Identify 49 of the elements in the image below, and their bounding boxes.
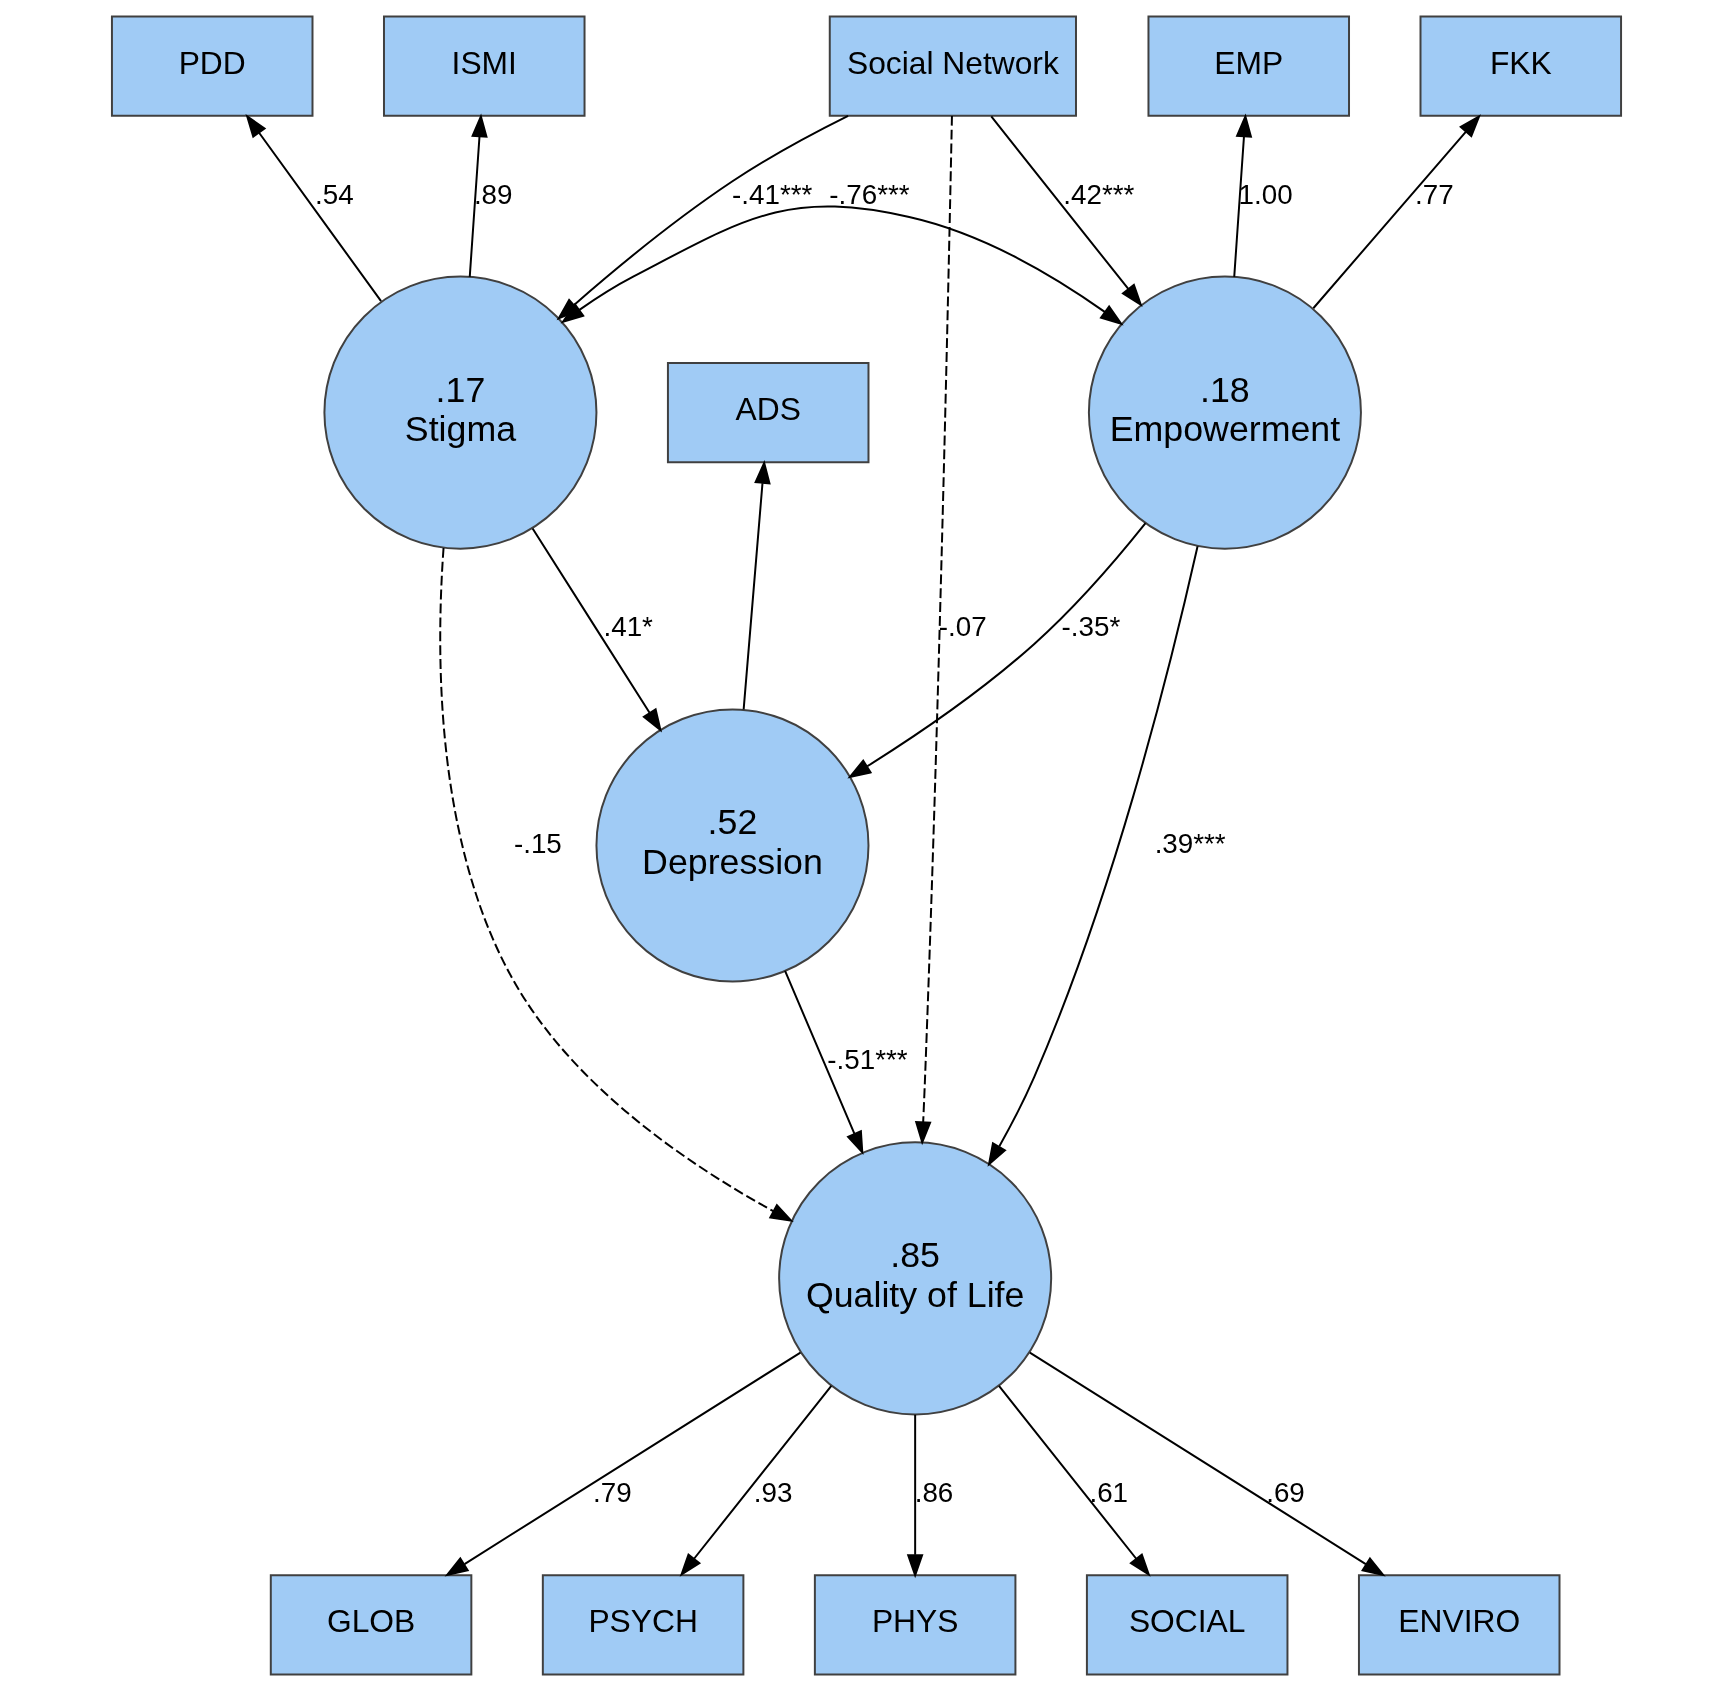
arrow bbox=[245, 114, 383, 303]
edge-label: .61 bbox=[1089, 1477, 1129, 1509]
node-circle: .18 Empowerment bbox=[1087, 275, 1362, 550]
arrow bbox=[468, 113, 488, 278]
edge-label: .79 bbox=[593, 1477, 632, 1509]
edge-label: .42*** bbox=[1063, 178, 1135, 210]
edge-label: -.35* bbox=[1061, 611, 1121, 643]
node-box: FKK bbox=[1419, 15, 1623, 117]
edge-label: .69 bbox=[1266, 1477, 1305, 1509]
node-box: ADS bbox=[666, 362, 870, 464]
edge-label: -.51*** bbox=[827, 1044, 908, 1076]
arrow bbox=[531, 527, 663, 733]
edge-label: -.76*** bbox=[829, 178, 910, 210]
arrow bbox=[906, 1413, 924, 1579]
arrow bbox=[914, 114, 953, 1146]
arrow bbox=[847, 522, 1147, 779]
arrow bbox=[784, 969, 864, 1156]
arrow bbox=[987, 545, 1199, 1167]
arrow bbox=[1312, 114, 1481, 310]
edge-label: .77 bbox=[1415, 178, 1454, 210]
arrow bbox=[1028, 1351, 1386, 1577]
edge-label: .93 bbox=[753, 1477, 793, 1509]
edge-label: .89 bbox=[473, 178, 513, 210]
arrow bbox=[560, 205, 1124, 326]
edge-label: -.15 bbox=[513, 827, 562, 859]
arrow bbox=[998, 1384, 1151, 1577]
node-box: GLOB bbox=[269, 1574, 473, 1676]
node-box: PHYS bbox=[813, 1574, 1017, 1676]
node-box: Social Network bbox=[828, 15, 1077, 117]
edge-label: .54 bbox=[315, 178, 354, 210]
node-box: ISMI bbox=[383, 15, 586, 117]
arrow bbox=[679, 1384, 833, 1577]
edge-label: .39*** bbox=[1154, 827, 1226, 859]
arrow bbox=[1233, 113, 1253, 278]
edge-label: .86 bbox=[914, 1477, 954, 1509]
arrow bbox=[742, 460, 771, 711]
arrow bbox=[439, 547, 794, 1223]
node-box: ENVIRO bbox=[1357, 1574, 1561, 1676]
arrow bbox=[444, 1351, 802, 1577]
node-box: PDD bbox=[110, 15, 314, 117]
edge-label: -.41*** bbox=[732, 178, 813, 210]
node-box: EMP bbox=[1147, 15, 1350, 117]
node-box: SOCIAL bbox=[1085, 1574, 1289, 1676]
edge-label: .41* bbox=[603, 611, 653, 643]
node-box: PSYCH bbox=[541, 1574, 745, 1676]
node-circle: .17 Stigma bbox=[323, 275, 598, 550]
edge-label: 1.00 bbox=[1238, 178, 1293, 210]
edge-label: -.07 bbox=[938, 611, 987, 643]
arrow bbox=[990, 115, 1143, 308]
